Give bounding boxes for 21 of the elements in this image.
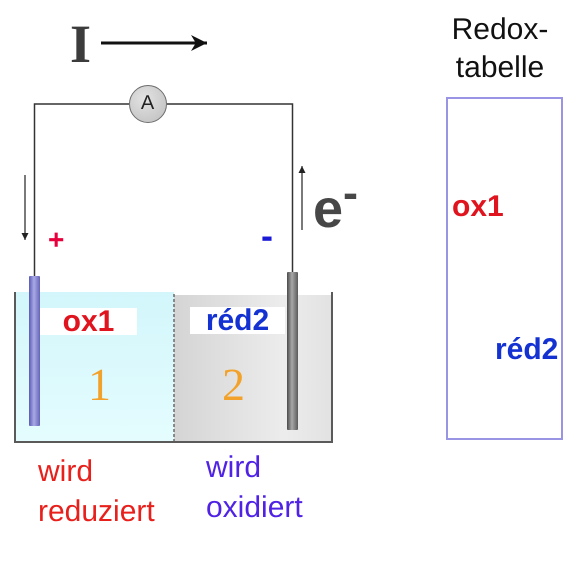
- electron-label: e$^{-}$: [313, 166, 358, 236]
- table-heading: Redox- tabelle: [450, 12, 550, 86]
- ammeter-label: A: [140, 91, 156, 116]
- species-label: ox1: [40, 308, 137, 335]
- caption-text: wird reduziert: [38, 454, 156, 530]
- wire: [167, 103, 294, 272]
- species-label: réd2: [190, 307, 285, 334]
- current-label: I: [70, 17, 92, 71]
- wire: [34, 103, 129, 276]
- electrode: [29, 276, 40, 426]
- ammeter-symbol: [129, 85, 167, 123]
- cell-number: 1: [88, 362, 111, 408]
- electrode: [287, 272, 298, 430]
- half-cell: [16, 292, 174, 441]
- plus-sign: +: [48, 226, 64, 254]
- caption-text: wird oxidiert: [206, 450, 304, 526]
- cell-number: 2: [222, 362, 245, 408]
- species-label: réd2: [495, 335, 558, 365]
- species-label: ox1: [452, 192, 504, 222]
- minus-sign: -: [261, 218, 273, 254]
- half-cell: [174, 295, 331, 441]
